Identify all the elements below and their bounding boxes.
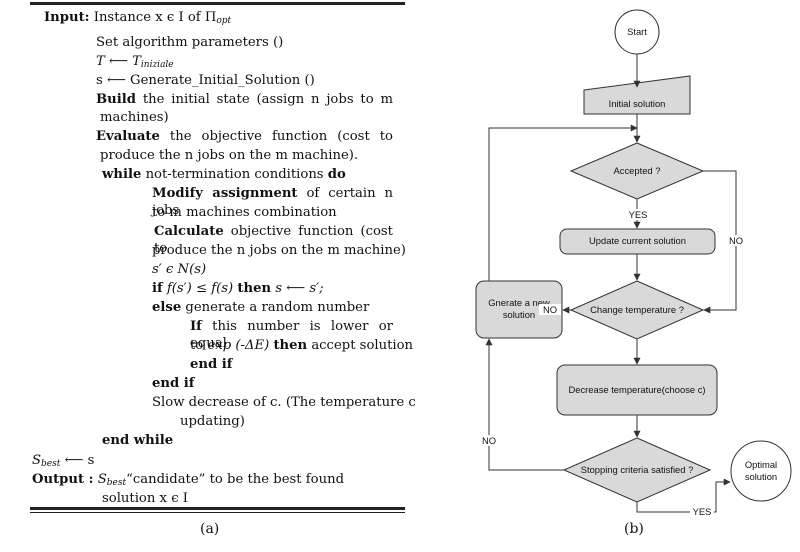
caption-b: (b) [624,521,644,537]
update-solution-label: Update current solution [589,235,686,246]
while-line: while not-termination conditions do [102,167,346,182]
edge-stopping-no [485,338,564,471]
change-temperature-label: Change temperature ? [590,304,684,315]
no-accepted-label: NO [723,235,749,246]
modify-line-1: Modify assignment of certain n jobs [152,186,393,218]
if-line: if f(s′) ≤ f(s) then s ⟵ s′; [152,281,324,296]
optimal-label-1: Optimal [744,459,778,470]
bottom-rule [30,507,405,510]
modify-line-2: to m machines combination [152,205,337,220]
slow-line-2: updating) [180,414,245,429]
caption-a: (a) [200,521,220,537]
evaluate-line-2: produce the n jobs on the m machine). [100,148,359,163]
accepted-label: Accepted ? [613,165,661,176]
calculate-line-1: Calculate objective function (cost to [154,224,393,256]
bottom-rule-thin [30,512,405,513]
if2-line: If this number is lower or equal [190,319,393,351]
yes-accepted-label: YES [623,209,653,220]
initial-solution-node [583,75,691,115]
output-line-1: Output : Sbest“candidate” to be the best… [32,472,345,488]
top-rule [30,2,405,5]
initial-solution-label: Initial solution [608,98,666,109]
decrease-temperature-label: Decrease temperature(choose c) [568,384,706,395]
flowchart-panel: Start Initial solution Accepted ? Update… [440,0,800,552]
t-init-line: T ⟵ Tiniziale [96,54,174,70]
input-line: Input: Instance x ϵ I of Πopt [44,10,232,26]
s-init-line: s ⟵ Generate_Initial_Solution () [96,73,315,88]
neighbour-line: s′ ϵ N(s) [152,262,207,277]
start-label: Start [627,26,647,37]
edge-stopping-yes [636,478,731,513]
stopping-criteria-label: Stopping criteria satisfied ? [580,464,694,475]
s-best-line: Sbest ⟵ s [32,453,95,469]
end-while-line: end while [102,433,174,448]
output-line-2: solution x ϵ I [102,491,188,506]
build-line-1: Build the initial state (assign n jobs t… [96,92,393,107]
generate-new-label-1: Gnerate a new [488,297,550,308]
build-line-2: machines) [100,110,169,125]
no-change-label: NO [539,304,561,315]
optimal-label-2: solution [744,471,778,482]
generate-new-label-2: solution [502,309,536,320]
edge-generate-loop [488,124,638,281]
end-if-line: end if [152,376,195,391]
set-params-line: Set algorithm parameters () [96,35,284,50]
optimal-solution-node [730,440,792,502]
else-line: else generate a random number [152,300,370,315]
no-stopping-label: NO [477,435,501,446]
calculate-line-2: produce the n jobs on the m machine) [152,243,406,258]
flowchart-diagram [475,9,792,513]
slow-line-1: Slow decrease of c. (The temperature c [152,395,416,410]
generate-new-node [475,280,563,339]
evaluate-line-1: Evaluate the objective function (cost to [96,129,393,144]
end-if-inner-line: end if [190,357,233,372]
to-exp-line: to exp (-ΔE) then accept solution [190,338,414,353]
pseudocode-panel: Input: Instance x ϵ I of Πopt Set algori… [30,0,416,552]
yes-stopping-label: YES [690,506,714,517]
